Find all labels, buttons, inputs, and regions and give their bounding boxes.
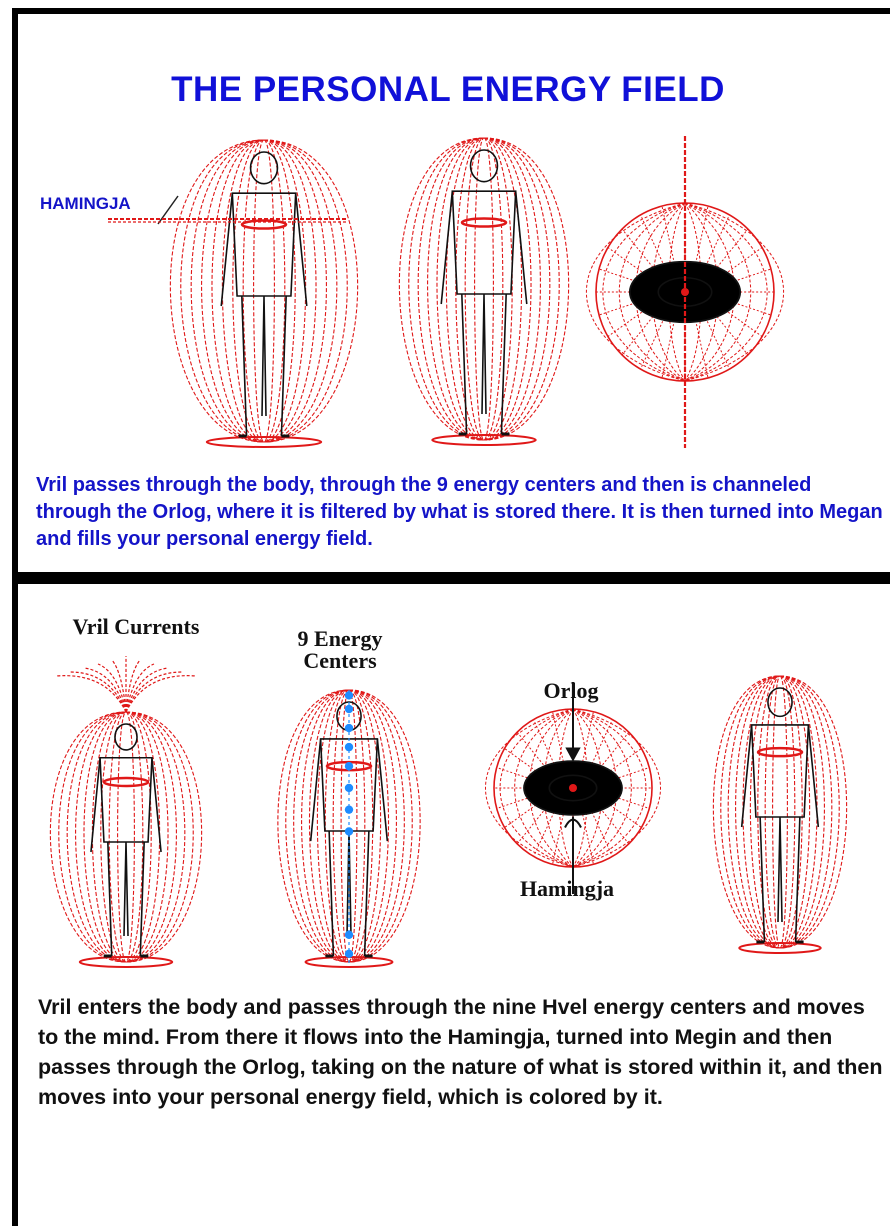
human-figure	[742, 688, 819, 942]
vril-currents-crown	[56, 656, 196, 712]
heart-center	[758, 748, 802, 756]
field-lines	[170, 140, 357, 442]
core-point	[569, 784, 577, 792]
top-panel: THE PERSONAL ENERGY FIELD HAMINGJA Vril …	[12, 8, 890, 578]
vril-currents-figure	[36, 644, 216, 974]
energy-field-side-figure	[154, 134, 374, 454]
top-caption: Vril passes through the body, through th…	[36, 472, 886, 553]
bottom-caption: Vril enters the body and passes through …	[38, 992, 888, 1112]
bottom-panel: Vril Currents 9 Energy Centers Orlog Ham…	[12, 578, 890, 1226]
field-lines	[399, 138, 568, 440]
page-title: THE PERSONAL ENERGY FIELD	[18, 70, 878, 110]
energy-centers-label-line2: Centers	[280, 650, 400, 672]
energy-centers-label-line1: 9 Energy	[280, 628, 400, 650]
heart-center	[462, 219, 506, 227]
human-figure	[91, 724, 161, 956]
energy-field-front-figure	[384, 132, 584, 452]
human-figure	[221, 152, 307, 436]
energy-centers-figure	[264, 684, 434, 974]
hamingja-axis-line	[108, 217, 348, 223]
orlog-sphere-diagram	[488, 688, 658, 888]
vril-currents-label: Vril Currents	[46, 616, 226, 638]
energy-center-dots	[345, 690, 353, 966]
energy-field-sphere-diagram	[590, 132, 780, 452]
personal-field-figure	[700, 670, 860, 960]
